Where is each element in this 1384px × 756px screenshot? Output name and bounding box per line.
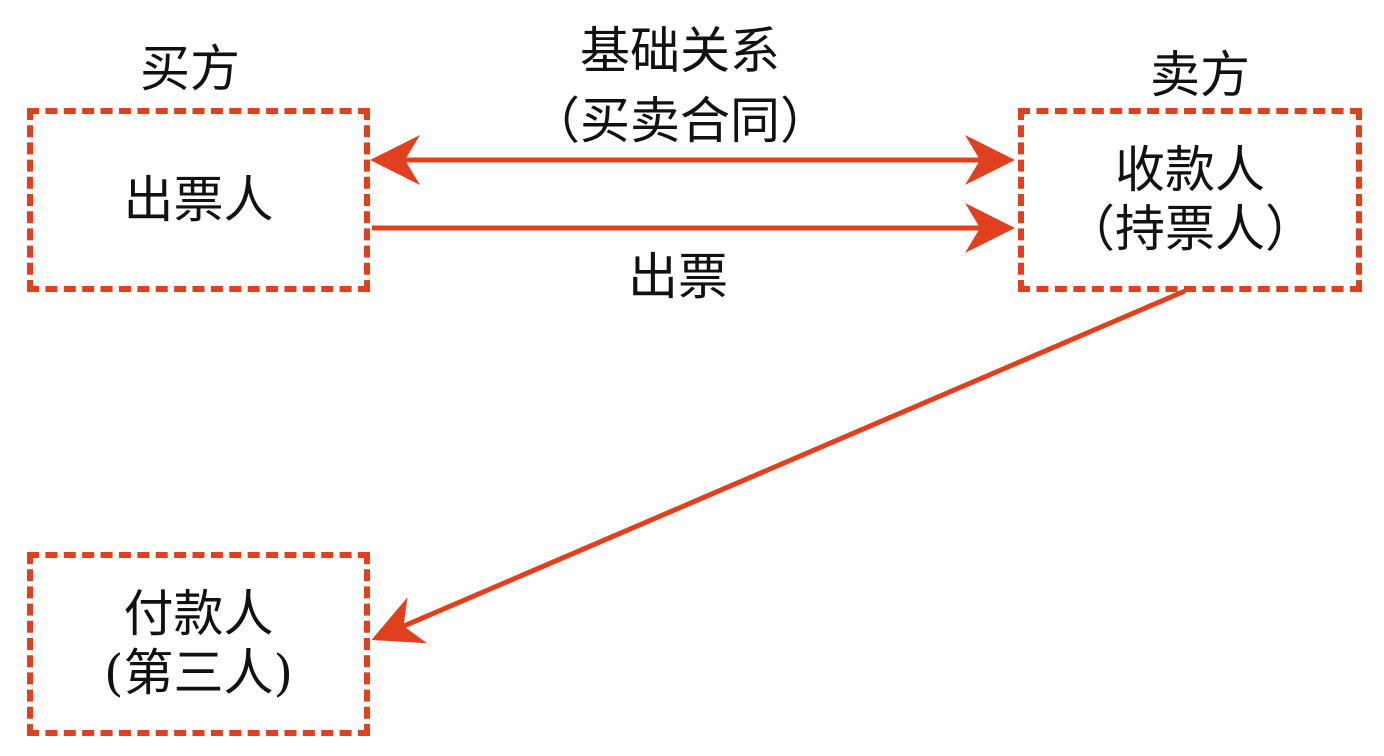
drawer-label: 出票人 — [123, 170, 274, 229]
payee-to-payer-arrow — [371, 288, 1186, 644]
relation-title: 基础关系 — [580, 22, 780, 80]
payer-sublabel: (第三人) — [103, 644, 293, 702]
drawer-box: 出票人 — [27, 108, 370, 292]
payee-sublabel: （持票人） — [1065, 200, 1315, 258]
payer-label: 付款人 — [123, 585, 274, 643]
payee-box: 收款人 （持票人） — [1018, 108, 1362, 292]
seller-label: 卖方 — [1150, 46, 1250, 104]
relation-subtitle: （买卖合同） — [530, 92, 830, 150]
buyer-label: 买方 — [140, 40, 240, 98]
issue-label: 出票 — [628, 248, 728, 306]
payee-label: 收款人 — [1115, 141, 1265, 199]
payer-box: 付款人 (第三人) — [27, 552, 370, 736]
